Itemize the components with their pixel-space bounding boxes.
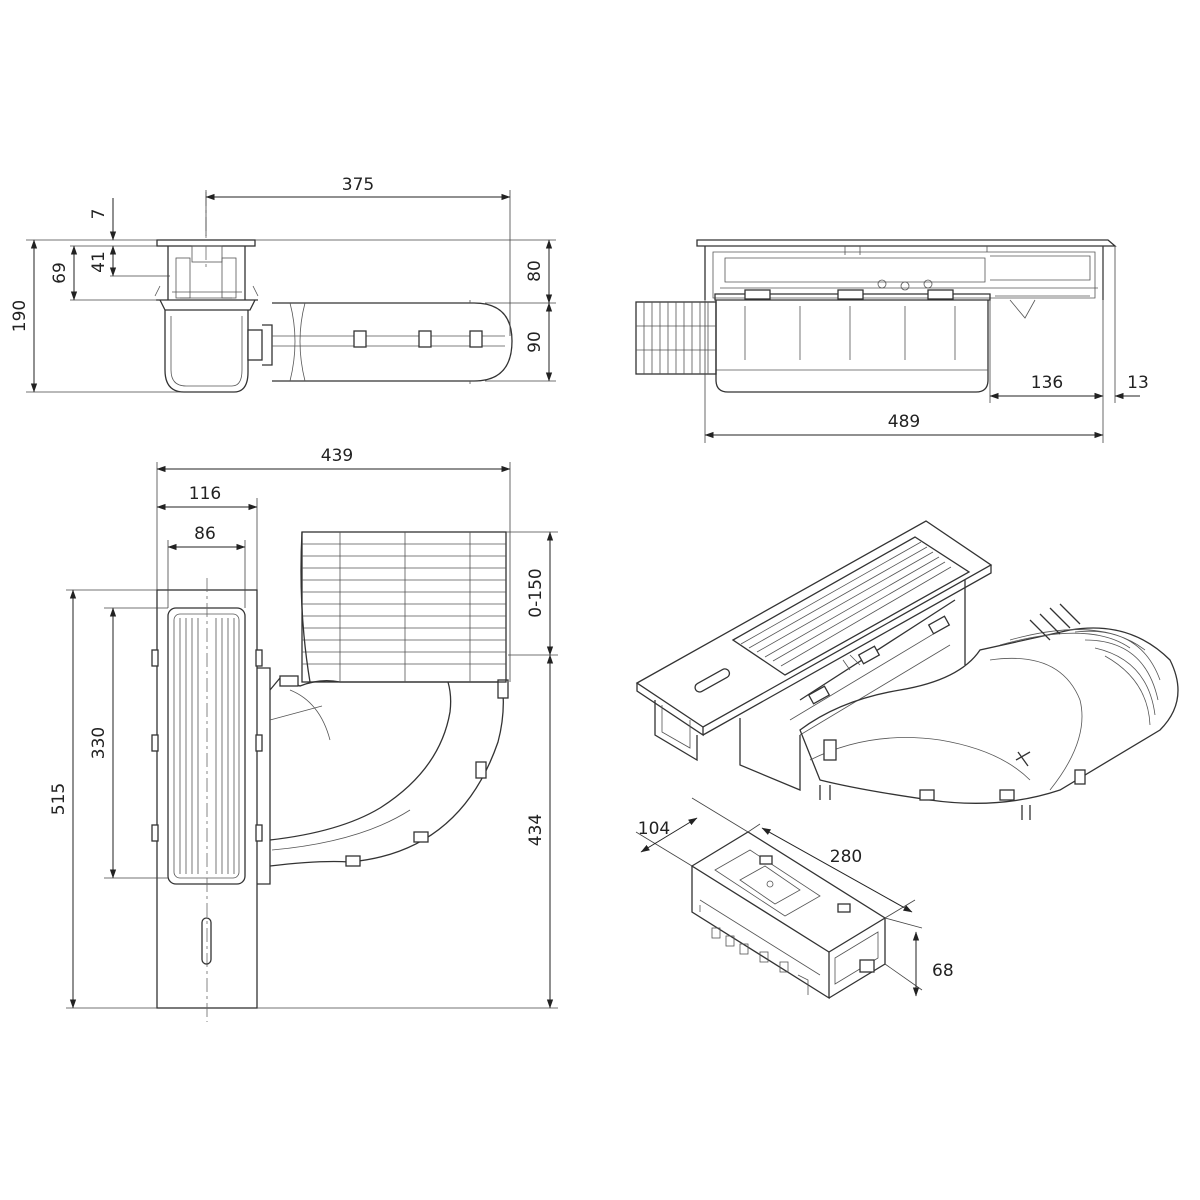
top-elbow-duct — [269, 677, 500, 691]
iso-body-left — [654, 700, 698, 762]
front-body — [715, 300, 989, 393]
top-view: 439 116 86 0-150 434 330 515 — [49, 446, 558, 1022]
dim-upper-body: 69 — [50, 262, 70, 284]
dim-duct-length: 434 — [526, 814, 546, 846]
top-extension-duct — [301, 531, 507, 683]
front-glass-top — [696, 239, 1117, 247]
dim-top-plate: 7 — [89, 209, 109, 220]
side-flange — [156, 299, 258, 311]
dim-upper-gap: 41 — [89, 251, 109, 273]
side-upper-frame — [167, 246, 246, 300]
dim-front-width: 489 — [888, 412, 920, 432]
dim-right-upper: 80 — [525, 260, 545, 282]
front-view: 136 13 489 — [635, 239, 1149, 443]
side-connector — [247, 329, 263, 361]
isometric-assembly — [635, 520, 1179, 820]
dim-module-depth: 104 — [638, 819, 670, 839]
side-duct — [272, 302, 513, 382]
dim-inner-width: 86 — [194, 524, 216, 544]
side-tub — [164, 310, 249, 393]
dim-side-width: 375 — [342, 175, 374, 195]
iso-elbow-duct — [799, 627, 1179, 804]
dim-total-height: 190 — [10, 300, 30, 332]
dim-total-length: 515 — [49, 783, 69, 815]
module-view: 104 280 68 — [635, 797, 954, 1000]
side-view: 375 7 41 69 190 80 90 — [10, 175, 556, 393]
dim-edge: 13 — [1127, 373, 1149, 393]
dim-outer-width: 116 — [189, 484, 221, 504]
dim-module-length: 280 — [830, 847, 862, 867]
top-grille — [167, 607, 246, 885]
dim-extension-range: 0-150 — [526, 568, 546, 617]
iso-grille — [731, 536, 971, 676]
side-top-plate — [156, 239, 256, 247]
dim-module-height: 68 — [932, 961, 954, 981]
iso-cross-icon — [1015, 751, 1031, 767]
dim-inner-length: 330 — [89, 727, 109, 759]
dim-right-offset: 136 — [1031, 373, 1063, 393]
dim-top-width: 439 — [321, 446, 353, 466]
dim-right-lower: 90 — [525, 331, 545, 353]
